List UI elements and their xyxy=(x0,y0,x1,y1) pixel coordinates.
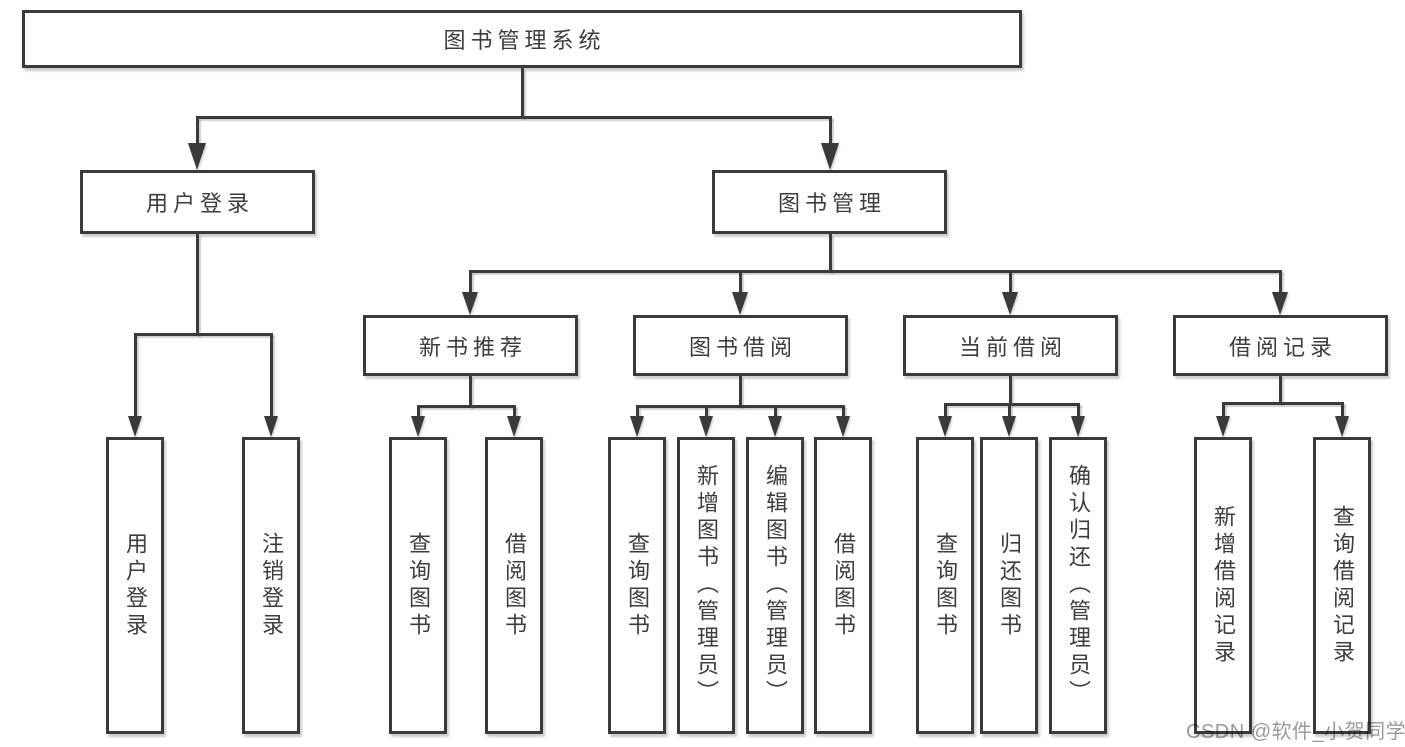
leaf-bb-edit-book-admin: 编辑图书（管理员） xyxy=(746,437,804,734)
arrow-down-icon xyxy=(1071,416,1085,437)
connector-drop-leaf xyxy=(1222,404,1225,416)
node-label: 借阅图书 xyxy=(831,531,856,640)
connector-drop-leaf xyxy=(417,407,420,416)
node-label: 查询图书 xyxy=(406,531,431,640)
node-label: 新增图书（管理员） xyxy=(694,464,719,707)
connector-user-login-rail xyxy=(134,333,273,336)
connector-drop-leaf xyxy=(944,405,947,416)
arrow-down-icon xyxy=(1272,292,1288,315)
connector-drop-leaf xyxy=(842,407,845,416)
node-label: 图书管理 xyxy=(777,191,886,216)
arrow-down-icon xyxy=(768,416,782,437)
node-new-book-recommendation: 新书推荐 xyxy=(363,315,578,376)
node-label: 查询借阅记录 xyxy=(1330,504,1355,667)
arrow-down-icon xyxy=(1216,416,1230,437)
arrow-down-icon xyxy=(264,416,278,437)
leaf-user-login: 用户登录 xyxy=(106,437,164,734)
connector-br-rail xyxy=(1222,402,1344,405)
leaf-br-add-borrow-record: 新增借阅记录 xyxy=(1194,437,1252,734)
csdn-watermark: CSDN @软件_小贺同学 xyxy=(1186,721,1405,743)
leaf-nbr-query-book: 查询图书 xyxy=(389,437,447,734)
connector-root-stem xyxy=(521,68,524,118)
node-label: 用户登录 xyxy=(145,191,254,216)
leaf-cb-query-book: 查询图书 xyxy=(916,437,974,734)
node-user-login: 用户登录 xyxy=(80,170,315,234)
connector-drop-current-borrow xyxy=(1009,272,1012,294)
node-label: 注销登录 xyxy=(259,531,284,640)
leaf-logout: 注销登录 xyxy=(242,437,300,734)
node-label: 编辑图书（管理员） xyxy=(763,464,788,707)
connector-cb-stem xyxy=(1009,376,1012,405)
arrow-down-icon xyxy=(411,416,425,437)
arrow-down-icon xyxy=(1002,416,1016,437)
connector-level2-rail xyxy=(196,116,832,119)
node-label: 查询图书 xyxy=(625,531,650,640)
connector-level3-rail xyxy=(469,270,1282,273)
node-label: 新增借阅记录 xyxy=(1211,504,1236,667)
connector-drop-leaf xyxy=(513,407,516,416)
node-label: 查询图书 xyxy=(933,531,958,640)
arrow-down-icon xyxy=(732,292,748,315)
connector-user-login-stem xyxy=(196,234,199,335)
node-label: 归还图书 xyxy=(997,531,1022,640)
leaf-bb-borrow-book: 借阅图书 xyxy=(814,437,872,734)
connector-drop-leaf xyxy=(705,407,708,416)
arrow-down-icon xyxy=(699,416,713,437)
leaf-br-query-borrow-record: 查询借阅记录 xyxy=(1313,437,1371,734)
leaf-bb-query-book: 查询图书 xyxy=(608,437,666,734)
connector-drop-leaf xyxy=(636,407,639,416)
connector-drop-book-borrow xyxy=(739,272,742,294)
connector-cb-rail xyxy=(944,403,1080,406)
connector-bb-stem xyxy=(739,376,742,407)
connector-drop-new-book xyxy=(469,272,472,294)
node-label: 确认归还（管理员） xyxy=(1066,464,1091,707)
connector-drop-leaf xyxy=(774,407,777,416)
node-label: 图书管理系统 xyxy=(443,28,606,53)
arrow-down-icon xyxy=(507,416,521,437)
node-borrowing-records: 借阅记录 xyxy=(1173,315,1388,376)
leaf-nbr-borrow-book: 借阅图书 xyxy=(485,437,543,734)
arrow-down-icon xyxy=(630,416,644,437)
arrow-down-icon xyxy=(938,416,952,437)
connector-nbr-rail xyxy=(417,405,516,408)
arrow-down-icon xyxy=(836,416,850,437)
node-current-borrowing: 当前借阅 xyxy=(903,315,1118,376)
node-label: 借阅记录 xyxy=(1228,334,1337,360)
node-book-borrowing: 图书借阅 xyxy=(633,315,848,376)
node-label: 图书借阅 xyxy=(688,334,797,360)
arrow-down-icon xyxy=(1335,416,1349,437)
node-label: 用户登录 xyxy=(123,531,148,640)
connector-drop-logout-leaf xyxy=(270,335,273,416)
connector-nbr-stem xyxy=(469,376,472,407)
node-label: 当前借阅 xyxy=(958,334,1067,360)
leaf-cb-confirm-return-admin: 确认归还（管理员） xyxy=(1049,437,1107,734)
connector-drop-book-management xyxy=(829,118,832,146)
leaf-bb-add-book-admin: 新增图书（管理员） xyxy=(677,437,735,734)
arrow-down-icon xyxy=(821,143,839,170)
arrow-down-icon xyxy=(462,292,478,315)
arrow-down-icon xyxy=(1002,292,1018,315)
connector-bb-rail xyxy=(636,405,845,408)
connector-br-stem xyxy=(1279,376,1282,404)
leaf-cb-return-book: 归还图书 xyxy=(980,437,1038,734)
arrow-down-icon xyxy=(188,143,206,170)
connector-book-mgmt-stem xyxy=(829,234,832,272)
node-library-system: 图书管理系统 xyxy=(22,10,1022,68)
node-book-management: 图书管理 xyxy=(712,170,947,234)
node-label: 借阅图书 xyxy=(502,531,527,640)
connector-drop-leaf xyxy=(1008,405,1011,416)
node-label: 新书推荐 xyxy=(418,334,527,360)
connector-drop-user-login xyxy=(196,118,199,146)
connector-drop-borrow-records xyxy=(1279,272,1282,294)
connector-drop-login-leaf xyxy=(134,335,137,416)
connector-drop-leaf xyxy=(1341,404,1344,416)
connector-drop-leaf xyxy=(1077,405,1080,416)
arrow-down-icon xyxy=(128,416,142,437)
